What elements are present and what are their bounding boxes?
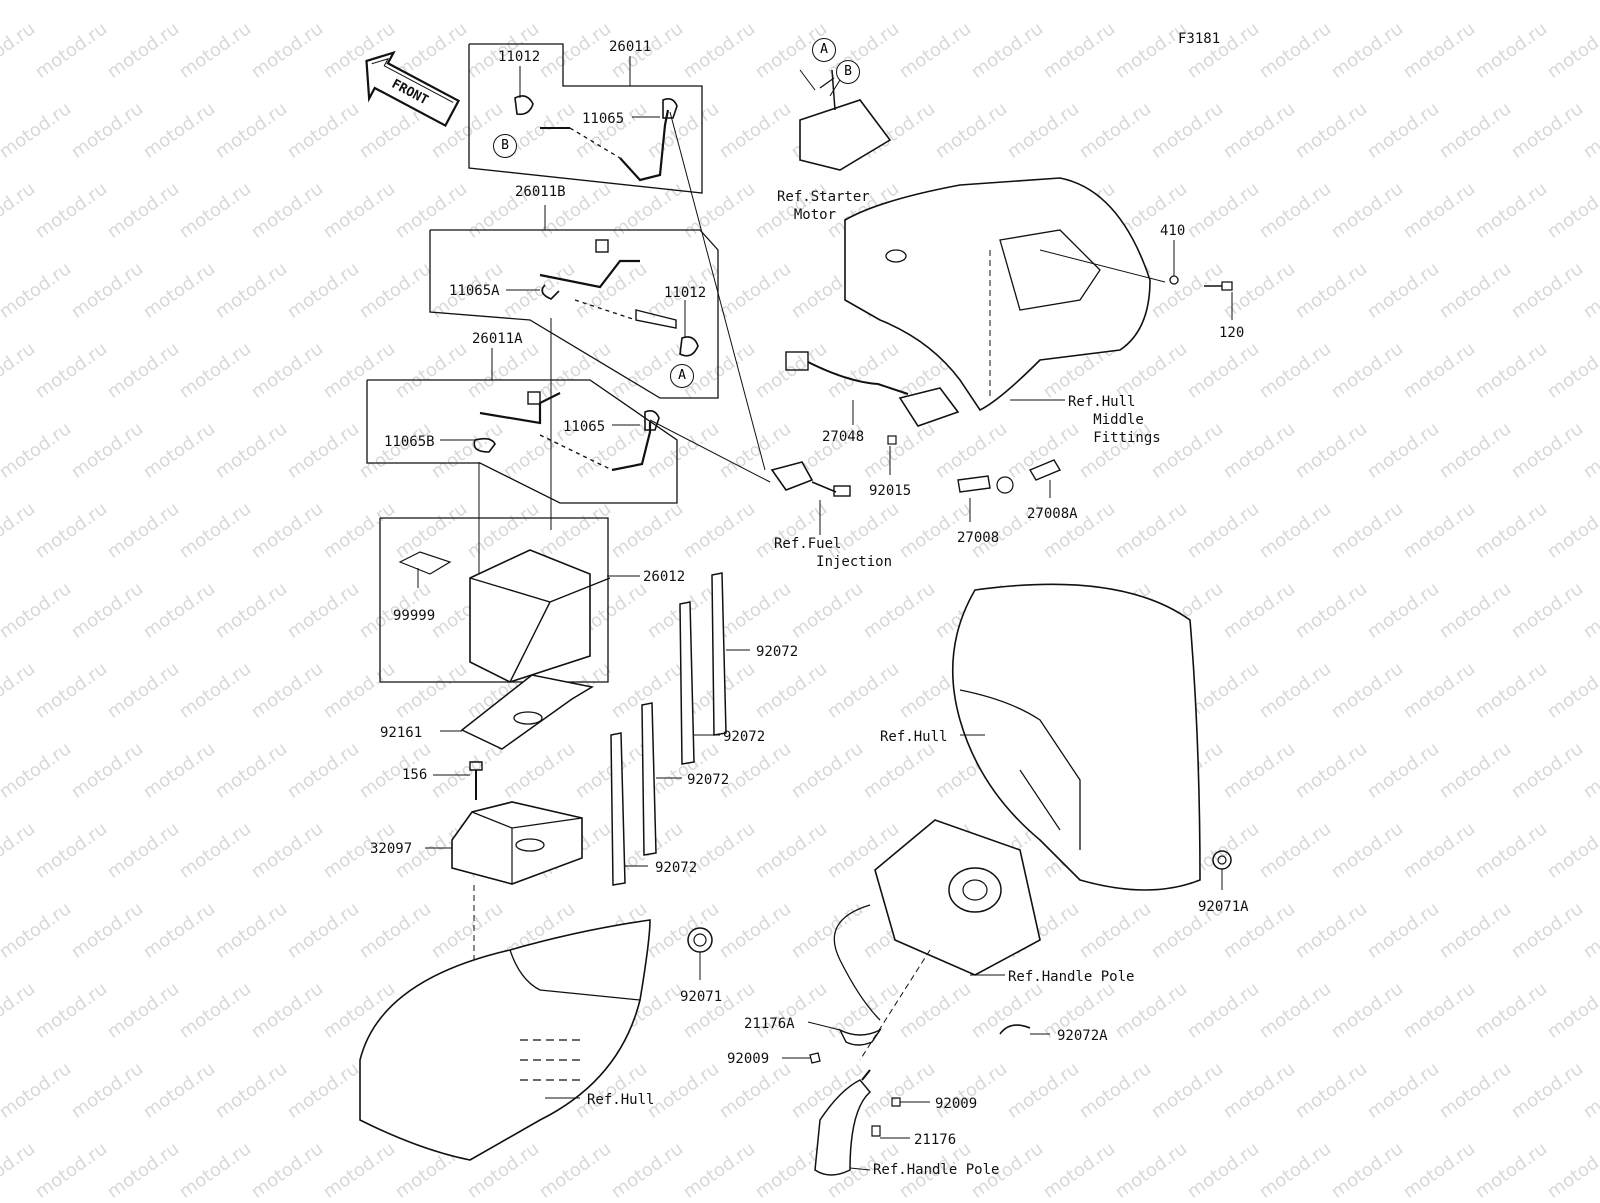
hull-lower-left — [359, 919, 651, 1161]
part-11065-low[interactable]: 11065 — [563, 419, 606, 435]
part-99999[interactable]: 99999 — [393, 608, 436, 624]
marker-a-top: A — [812, 38, 836, 62]
marker-b-left: B — [493, 134, 517, 158]
ref-handle-pole-2[interactable]: Ref.Handle Pole — [873, 1162, 1000, 1178]
part-11065A[interactable]: 11065A — [449, 283, 500, 299]
part-26012[interactable]: 26012 — [643, 569, 686, 585]
hull-middle-fittings — [844, 177, 1166, 412]
battery-tray-92161 — [440, 674, 595, 750]
lanyard-keys — [957, 459, 1062, 494]
part-11065-top[interactable]: 11065 — [582, 111, 625, 127]
connector-27048 — [785, 351, 960, 445]
starter-motor — [799, 69, 892, 171]
part-92071A[interactable]: 92071A — [1198, 899, 1249, 915]
part-92072A[interactable]: 92072A — [1057, 1028, 1108, 1044]
part-26011B[interactable]: 26011B — [515, 184, 566, 200]
ref-starter-motor[interactable]: Ref.Starter Motor — [777, 189, 870, 223]
part-27008[interactable]: 27008 — [957, 530, 1000, 546]
ref-fuel-injection[interactable]: Ref.Fuel Injection — [774, 536, 893, 570]
part-92009-a[interactable]: 92009 — [727, 1051, 770, 1067]
ref-handle-pole-1[interactable]: Ref.Handle Pole — [1008, 969, 1135, 985]
cable-26011-group — [468, 43, 703, 194]
part-92072-c[interactable]: 92072 — [687, 772, 730, 788]
part-92072-d[interactable]: 92072 — [655, 860, 698, 876]
bolt-156 — [469, 761, 483, 800]
ref-hull-middle-fittings[interactable]: Ref.Hull Middle Fittings — [1068, 394, 1161, 446]
part-21176A[interactable]: 21176A — [744, 1016, 795, 1032]
fuel-injection-connector — [770, 461, 851, 535]
cable-26011B-group — [429, 229, 719, 399]
part-27048[interactable]: 27048 — [822, 429, 865, 445]
part-26011[interactable]: 26011 — [609, 39, 652, 55]
part-11012-top[interactable]: 11012 — [498, 49, 541, 65]
part-32097[interactable]: 32097 — [370, 841, 413, 857]
figure-code: F3181 — [1178, 31, 1221, 47]
handle-pole-plate — [833, 819, 1041, 1061]
part-92161[interactable]: 92161 — [380, 725, 423, 741]
part-92071[interactable]: 92071 — [680, 989, 723, 1005]
part-92015[interactable]: 92015 — [869, 483, 912, 499]
battery-26012 — [379, 517, 611, 683]
part-27008A[interactable]: 27008A — [1027, 506, 1078, 522]
front-arrow-icon — [365, 50, 461, 128]
cable-26011A-group — [366, 379, 678, 504]
part-21176[interactable]: 21176 — [914, 1132, 957, 1148]
part-92009-b[interactable]: 92009 — [935, 1096, 978, 1112]
marker-b-top: B — [836, 60, 860, 84]
part-156[interactable]: 156 — [402, 767, 428, 783]
part-11012-mid[interactable]: 11012 — [664, 285, 707, 301]
part-410[interactable]: 410 — [1160, 223, 1186, 239]
hull-right — [951, 583, 1201, 891]
marker-a-mid: A — [670, 364, 694, 388]
part-92072-b[interactable]: 92072 — [723, 729, 766, 745]
straps-92072 — [610, 572, 727, 886]
part-11065B[interactable]: 11065B — [384, 434, 435, 450]
ref-hull-right[interactable]: Ref.Hull — [880, 729, 948, 745]
part-120[interactable]: 120 — [1219, 325, 1245, 341]
part-92072-a[interactable]: 92072 — [756, 644, 799, 660]
part-26011A[interactable]: 26011A — [472, 331, 523, 347]
ref-hull-bottom[interactable]: Ref.Hull — [587, 1092, 655, 1108]
handle-pole-lower — [814, 1069, 901, 1176]
